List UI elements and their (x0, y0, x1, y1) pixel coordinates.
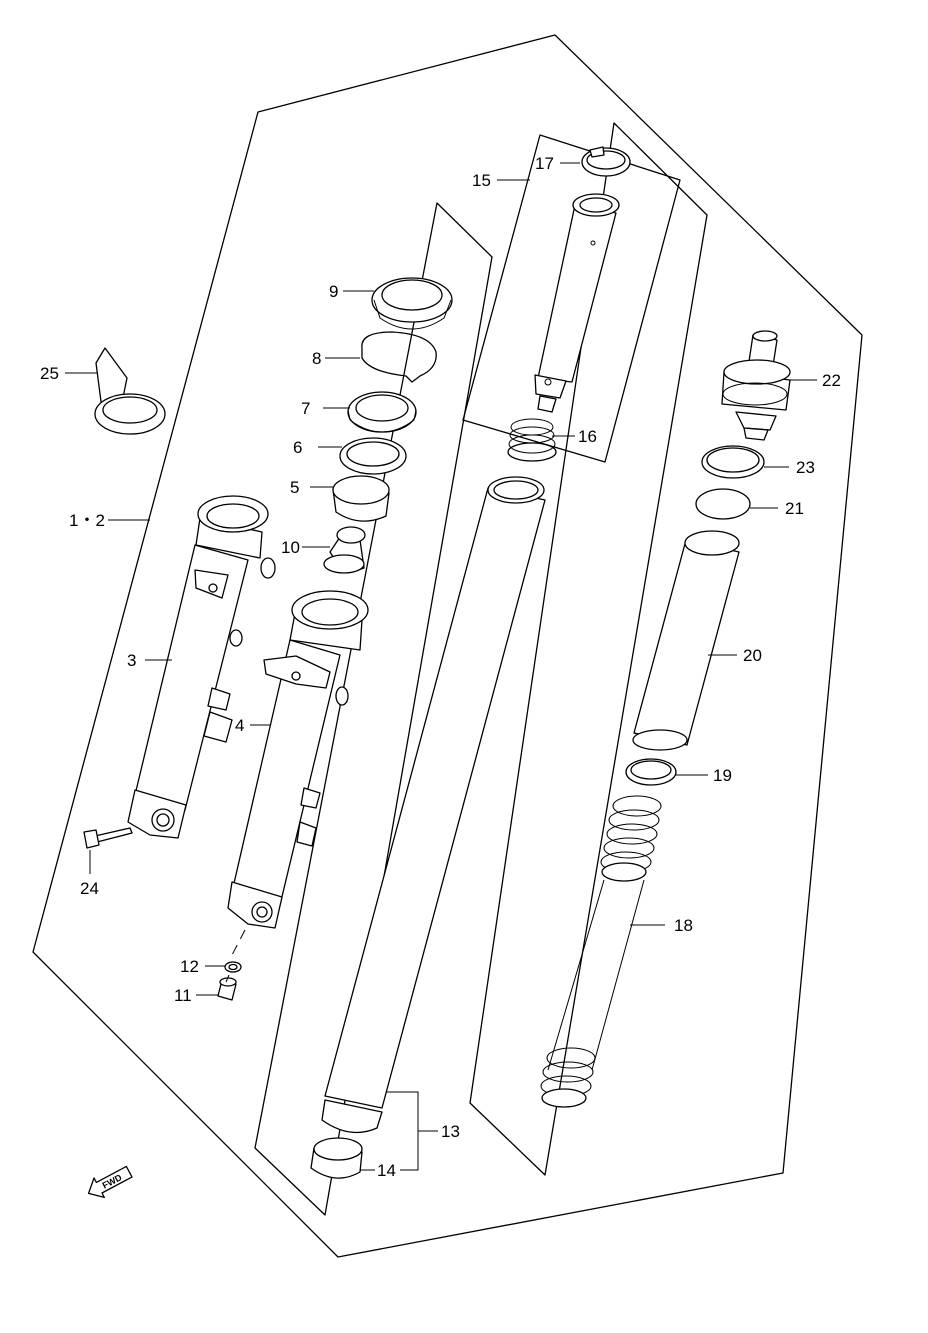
damper-group-outline (462, 134, 681, 463)
part-13-inner-tube (321, 476, 546, 1134)
alignment-line (231, 929, 246, 956)
part-4-outer-tube (227, 590, 369, 929)
part-7-oil-seal (347, 391, 417, 433)
part-23-o-ring (701, 445, 765, 479)
part-3-outer-tube (127, 495, 276, 839)
label-5: 5 (290, 478, 299, 497)
part-5-bushing (332, 475, 390, 522)
label-20: 20 (743, 646, 762, 665)
label-13: 13 (441, 1122, 460, 1141)
label-17: 17 (535, 154, 554, 173)
part-6-washer (339, 437, 407, 475)
part-21-spacer (695, 488, 751, 520)
part-16-spring (507, 418, 557, 462)
label-24: 24 (80, 879, 99, 898)
label-8: 8 (312, 349, 321, 368)
part-12-gasket (224, 961, 242, 973)
part-22-cap-bolt (721, 330, 791, 441)
part-10-oil-lock-piece (323, 526, 366, 574)
label-25: 25 (40, 364, 59, 383)
label-3: 3 (127, 651, 136, 670)
part-11-drain-bolt (217, 977, 237, 1001)
label-11: 11 (174, 986, 192, 1005)
outer-tube-group-outline (254, 202, 493, 1216)
label-15: 15 (472, 171, 491, 190)
label-4: 4 (235, 716, 244, 735)
part-19-washer (625, 758, 677, 786)
inner-tube-group-outline (469, 122, 708, 1176)
label-14: 14 (377, 1161, 396, 1180)
label-22: 22 (822, 371, 841, 390)
assembly-outline (32, 34, 863, 1258)
label-7: 7 (301, 399, 310, 418)
label-18: 18 (674, 916, 693, 935)
part-20-spring-spacer (632, 530, 740, 751)
label-6: 6 (293, 438, 302, 457)
label-21: 21 (785, 499, 804, 518)
leader-lines (65, 162, 817, 1171)
label-23: 23 (796, 458, 815, 477)
part-8-snap-ring (361, 331, 437, 383)
part-18-fork-spring (540, 795, 662, 1108)
part-24-bolt (83, 827, 133, 849)
label-1-2: 1・2 (69, 511, 105, 530)
forward-direction-arrow: FWD (87, 1165, 133, 1199)
label-10: 10 (281, 538, 300, 557)
part-14-slide-bushing (310, 1137, 363, 1179)
part-17-ring (581, 146, 631, 177)
label-12: 12 (180, 957, 199, 976)
part-15-damper-rod (534, 193, 620, 413)
alignment-line (225, 974, 230, 983)
label-16: 16 (578, 427, 597, 446)
part-9-dust-seal (371, 277, 453, 330)
label-9: 9 (329, 282, 338, 301)
label-19: 19 (713, 766, 732, 785)
part-25-guard (94, 347, 166, 435)
